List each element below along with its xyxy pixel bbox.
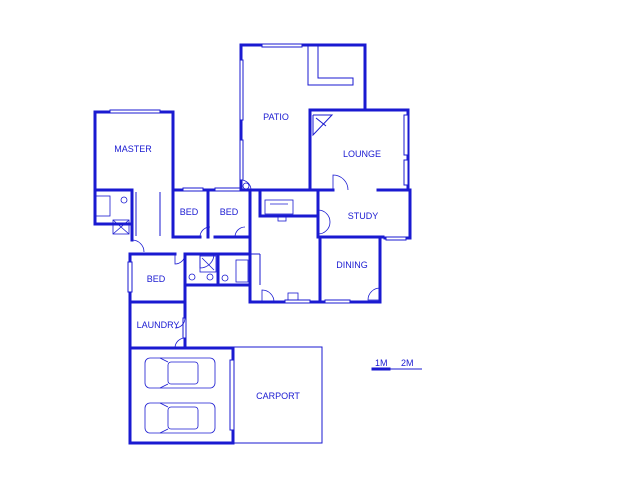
room-label-laundry: LAUNDRY [137, 320, 180, 330]
scale-bar: 1M 2M [371, 358, 422, 371]
bathroom-fixtures [95, 182, 299, 301]
room-label-dining: DINING [336, 260, 368, 270]
room-label-bed-1: BED [180, 207, 199, 217]
room-label-bed-2: BED [220, 207, 239, 217]
room-label-study: STUDY [348, 211, 379, 221]
room-label-patio: PATIO [263, 112, 289, 122]
room-labels: PATIO MASTER LOUNGE BED BED STUDY DINING… [114, 112, 381, 401]
walls [93, 43, 412, 445]
room-label-lounge: LOUNGE [343, 149, 381, 159]
fireplace [264, 199, 294, 222]
room-label-master: MASTER [114, 144, 152, 154]
car-bottom [144, 402, 216, 434]
patio-fixtures [307, 45, 354, 137]
room-label-carport: CARPORT [256, 391, 300, 401]
room-label-bed-3: BED [147, 274, 166, 284]
passage-lines [135, 192, 261, 285]
scale-label-2m: 2M [401, 358, 414, 368]
car-top [144, 357, 216, 389]
scale-label-1m: 1M [375, 358, 388, 368]
